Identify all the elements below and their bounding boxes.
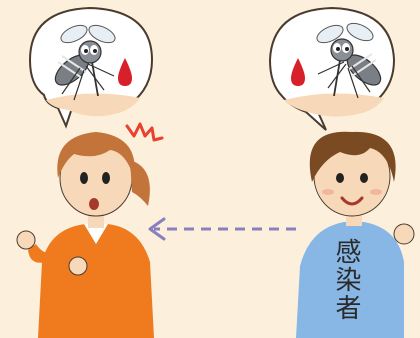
dashed-arrow-icon bbox=[148, 217, 296, 241]
infected-label: 感染者 bbox=[331, 238, 361, 322]
blood-drop-icon bbox=[291, 58, 305, 86]
mosquito-icon bbox=[316, 22, 382, 99]
girl-figure bbox=[16, 132, 154, 338]
boy-figure bbox=[296, 131, 415, 338]
mosquito-icon bbox=[54, 24, 116, 101]
left-thought-bubble bbox=[28, 6, 154, 129]
blood-drop-icon bbox=[118, 58, 132, 86]
alert-mark-icon bbox=[125, 122, 164, 142]
